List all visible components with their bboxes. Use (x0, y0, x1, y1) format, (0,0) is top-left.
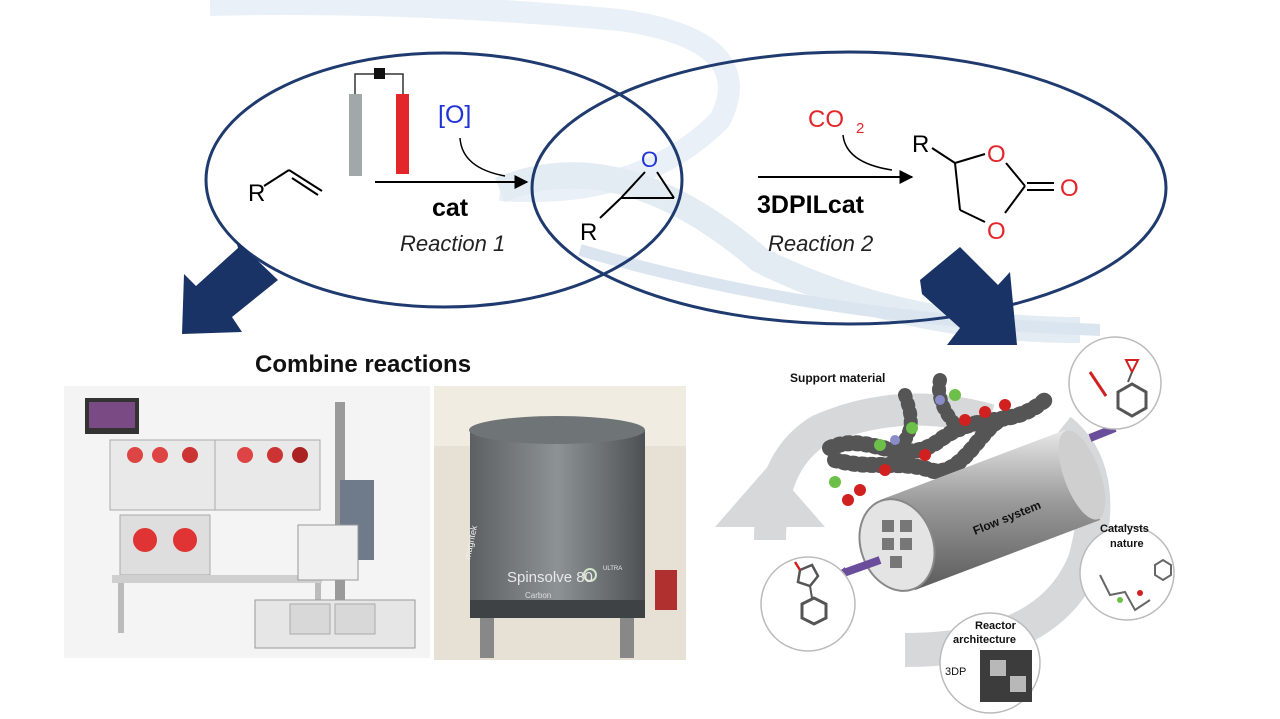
catalysts-label-line1: Catalysts (1100, 523, 1149, 535)
alkene-molecule: R (248, 169, 323, 207)
catalysts-nature-circle (1079, 525, 1175, 621)
down-left-arrow-icon (182, 240, 278, 334)
combine-reactions-title: Combine reactions (255, 351, 472, 378)
flow-rig-photo (64, 386, 430, 658)
carbonate-r-label: R (912, 131, 929, 158)
epoxide-r-label: R (580, 219, 597, 246)
reactor-label-line2: architecture (953, 634, 1016, 646)
reaction2-catalyst: 3DPILcat (757, 191, 865, 219)
electrochemical-cell-icon (349, 68, 409, 176)
flow-system-tube (832, 424, 1117, 592)
3dp-label: 3DP (945, 666, 966, 678)
oxidant-label: [O] (438, 101, 471, 129)
reactants-circle (1068, 336, 1162, 430)
nmr-spectrometer-photo: Spinsolve 80 ULTRA Carbon magritek (434, 386, 686, 660)
nmr-model-label: Spinsolve 80 (507, 569, 593, 586)
carbonate-o1-label: O (987, 141, 1006, 168)
support-material-label: Support material (790, 371, 885, 385)
carbonate-o3-label: O (987, 218, 1006, 245)
reaction1-ellipse (204, 51, 684, 309)
nmr-model-suffix: ULTRA (603, 566, 622, 572)
support-material-polymer (822, 373, 1053, 506)
reactor-architecture-circle (939, 612, 1041, 714)
reaction1-name: Reaction 1 (400, 231, 505, 256)
co2-reagent: CO 2 (808, 106, 864, 137)
svg-text:CO: CO (808, 106, 844, 133)
alkene-r-label: R (248, 180, 265, 207)
product-circle (760, 556, 856, 652)
reaction2-arrow (758, 134, 914, 184)
nmr-variant-label: Carbon (525, 591, 551, 600)
cyclic-carbonate-molecule: R O O O (912, 131, 1079, 245)
carbonate-o2-label: O (1060, 175, 1079, 202)
reaction2-name: Reaction 2 (768, 231, 873, 256)
epoxide-o-label: O (641, 147, 658, 172)
svg-text:2: 2 (856, 120, 864, 137)
reaction1-catalyst: cat (432, 194, 469, 222)
down-right-arrow-icon (920, 247, 1017, 345)
catalysts-label-line2: nature (1110, 538, 1144, 550)
epoxide-molecule: O R (580, 147, 675, 246)
reaction2-ellipse (530, 50, 1168, 326)
reaction1-arrow (375, 137, 529, 189)
reactor-label-line1: Reactor (975, 620, 1017, 632)
